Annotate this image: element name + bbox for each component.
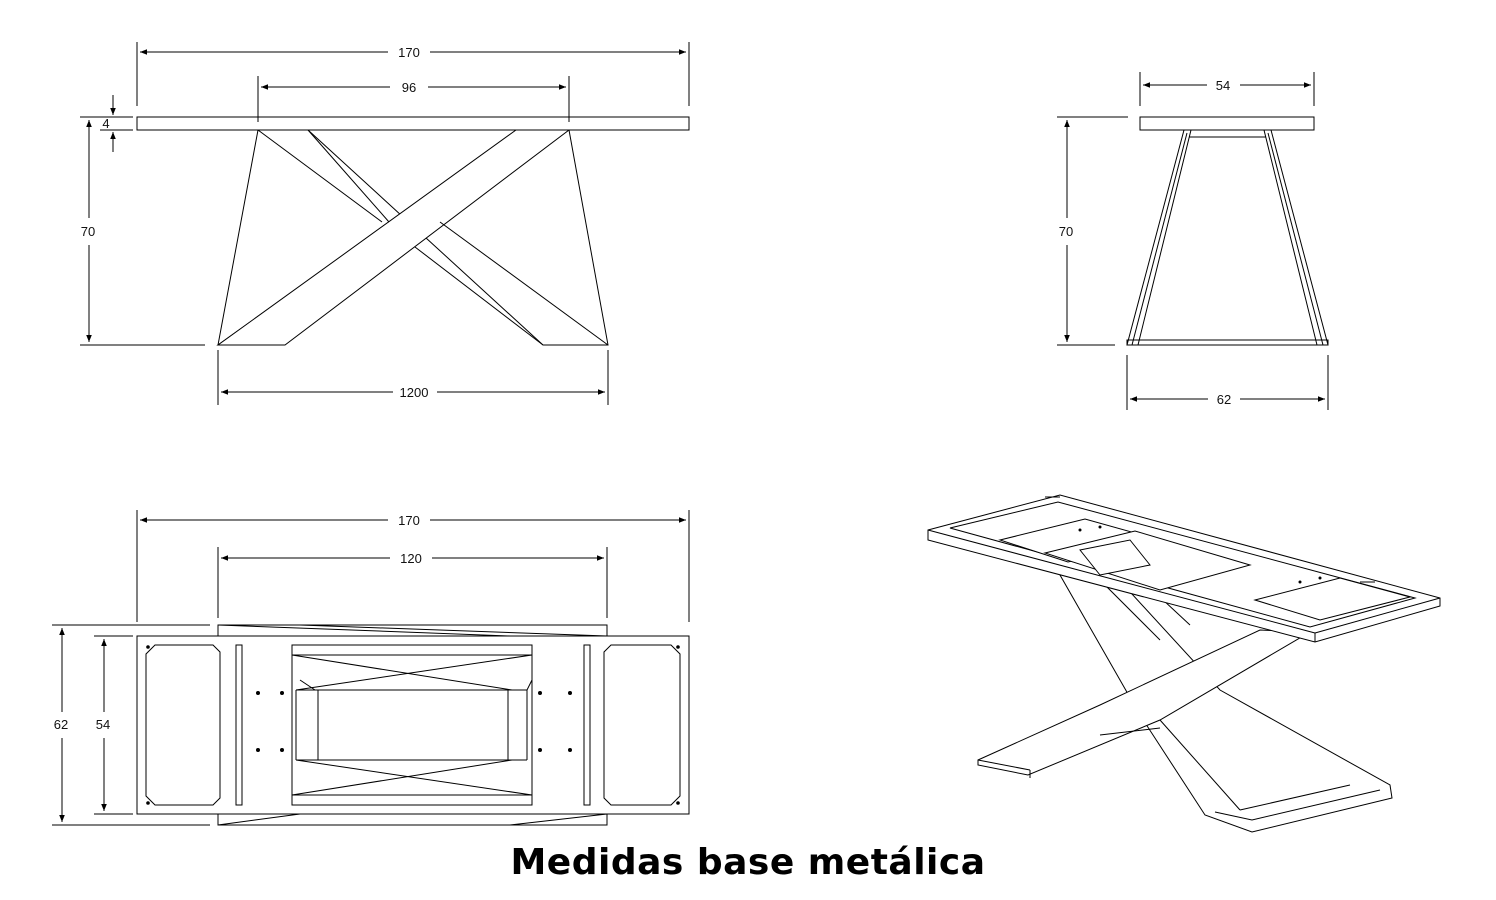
top-dimension-labels: 170 120 62 54 bbox=[54, 513, 422, 732]
top-outer-depth-label: 62 bbox=[54, 717, 68, 732]
front-bottom-width-label: 1200 bbox=[400, 385, 429, 400]
front-height-label: 70 bbox=[81, 224, 95, 239]
front-dimension-labels: 170 96 4 70 1200 bbox=[81, 45, 429, 400]
top-inner-depth-label: 54 bbox=[96, 717, 110, 732]
front-view bbox=[80, 42, 690, 405]
front-top-thickness-label: 4 bbox=[102, 116, 109, 131]
side-height-label: 70 bbox=[1059, 224, 1073, 239]
side-bottom-width-label: 62 bbox=[1217, 392, 1231, 407]
front-dimensions bbox=[80, 42, 690, 405]
top-inner-length-label: 120 bbox=[400, 551, 422, 566]
side-dimension-labels: 54 70 62 bbox=[1059, 78, 1231, 407]
front-overall-length-label: 170 bbox=[398, 45, 420, 60]
front-top-slab bbox=[136, 116, 690, 131]
caption-title: Medidas base metálica bbox=[510, 842, 986, 883]
front-x-legs bbox=[216, 129, 609, 346]
front-top-width-label: 96 bbox=[402, 80, 416, 95]
side-top-width-label: 54 bbox=[1216, 78, 1230, 93]
top-outer-frame bbox=[136, 635, 690, 815]
side-view bbox=[1057, 72, 1329, 410]
top-view bbox=[52, 510, 690, 826]
top-bolts bbox=[146, 645, 680, 805]
top-central-opening bbox=[291, 644, 533, 806]
side-top-slab bbox=[1139, 116, 1315, 131]
iso-bolts bbox=[1078, 525, 1322, 584]
isometric-view bbox=[927, 494, 1441, 833]
side-base bbox=[1126, 339, 1329, 346]
top-overall-length-label: 170 bbox=[398, 513, 420, 528]
